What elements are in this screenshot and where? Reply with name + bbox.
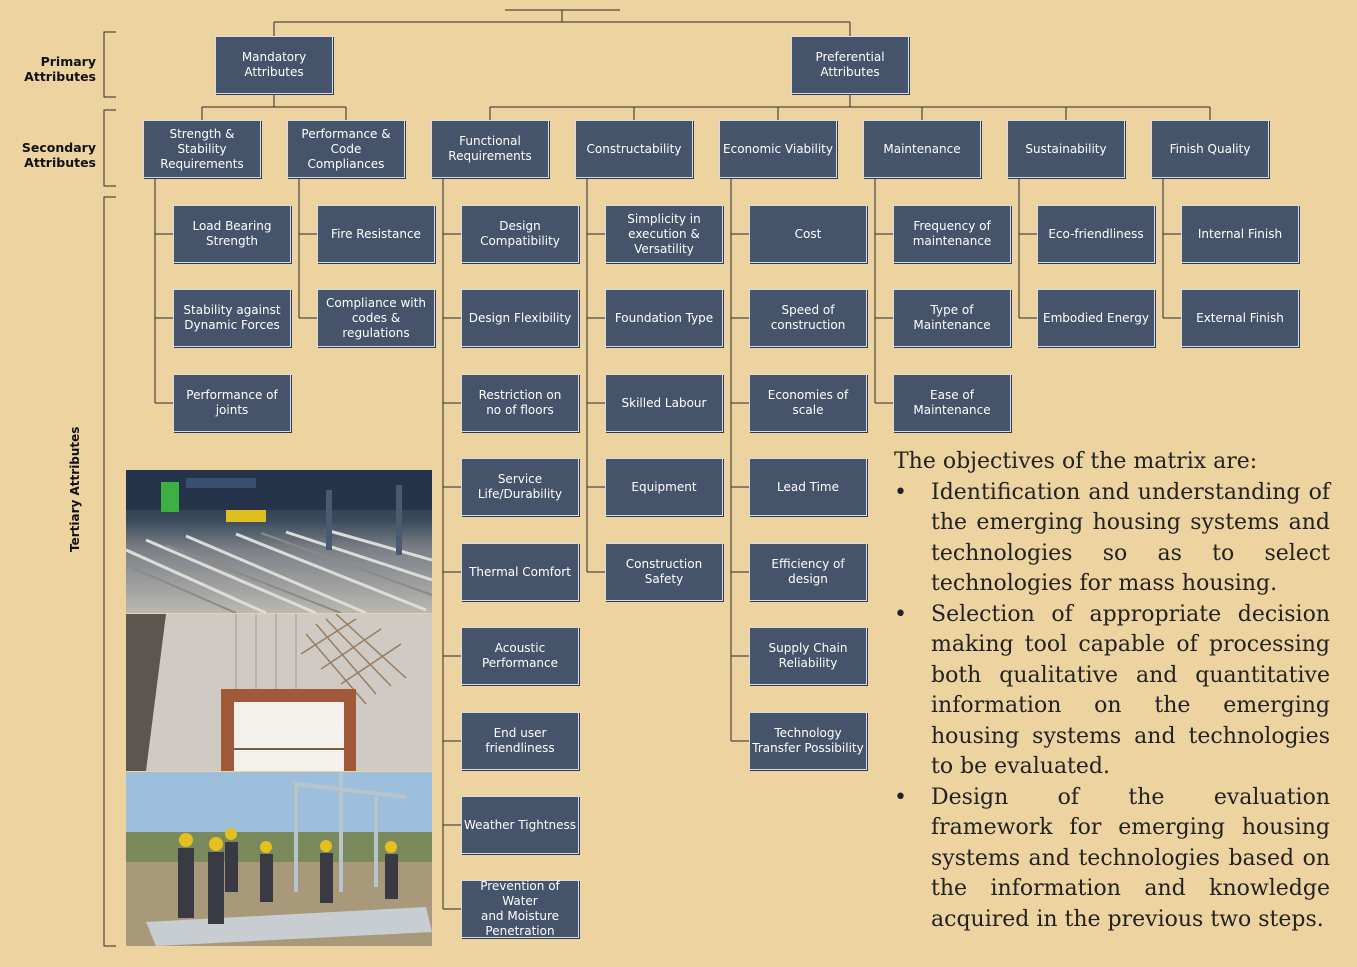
tertiary-node: Skilled Labour <box>605 374 723 432</box>
tertiary-node: Embodied Energy <box>1037 289 1155 347</box>
tertiary-node: Performance of joints <box>173 374 291 432</box>
objectives-list: • Identification and understanding of the… <box>894 478 1330 936</box>
bullet-icon: • <box>894 784 907 810</box>
tertiary-node: Compliance with codes & regulations <box>317 289 435 347</box>
tertiary-node: End user friendliness <box>461 712 579 770</box>
objectives-text: The objectives of the matrix are: • Ident… <box>894 447 1330 935</box>
objective-item: • Design of the evaluation framework for … <box>894 783 1330 936</box>
tertiary-node: Cost <box>749 205 867 263</box>
preferential-attributes-node: Preferential Attributes <box>791 36 909 94</box>
objectives-heading: The objectives of the matrix are: <box>894 449 1258 474</box>
constructability-node: Constructability <box>575 120 693 178</box>
tertiary-node: Frequency of maintenance <box>893 205 1011 263</box>
tertiary-node: Design Compatibility <box>461 205 579 263</box>
objective-text: Identification and understanding of the … <box>931 479 1330 597</box>
mandatory-attributes-node: Mandatory Attributes <box>215 36 333 94</box>
tertiary-attributes-label: Tertiary Attributes <box>68 426 82 552</box>
tertiary-node: Thermal Comfort <box>461 543 579 601</box>
tertiary-node: Foundation Type <box>605 289 723 347</box>
tertiary-node: Internal Finish <box>1181 205 1299 263</box>
objective-text: Selection of appropriate decision making… <box>931 601 1330 780</box>
tertiary-node: Type of Maintenance <box>893 289 1011 347</box>
secondary-attributes-label: Secondary Attributes <box>21 140 96 170</box>
tertiary-node: Efficiency of design <box>749 543 867 601</box>
objective-text: Design of the evaluation framework for e… <box>931 784 1330 932</box>
tertiary-node: Supply Chain Reliability <box>749 627 867 685</box>
tertiary-node: Speed of construction <box>749 289 867 347</box>
tertiary-node: Service Life/Durability <box>461 458 579 516</box>
tertiary-node: Economies of scale <box>749 374 867 432</box>
bullet-icon: • <box>894 479 907 505</box>
tertiary-node: Equipment <box>605 458 723 516</box>
tertiary-node: Design Flexibility <box>461 289 579 347</box>
functional-requirements-node: Functional Requirements <box>431 120 549 178</box>
objective-item: • Identification and understanding of the… <box>894 478 1330 600</box>
tertiary-node: Technology Transfer Possibility <box>749 712 867 770</box>
performance-code-node: Performance & Code Compliances <box>287 120 405 178</box>
strength-stability-node: Strength & Stability Requirements <box>143 120 261 178</box>
tertiary-node: Weather Tightness <box>461 796 579 854</box>
finish-quality-node: Finish Quality <box>1151 120 1269 178</box>
economic-viability-node: Economic Viability <box>719 120 837 178</box>
tertiary-node: Restriction on no of floors <box>461 374 579 432</box>
maintenance-node: Maintenance <box>863 120 981 178</box>
objective-item: • Selection of appropriate decision makin… <box>894 600 1330 783</box>
precast-factory-photo <box>126 470 432 613</box>
tertiary-node: Prevention of Water and Moisture Penetra… <box>461 879 579 938</box>
tertiary-node: Fire Resistance <box>317 205 435 263</box>
bullet-icon: • <box>894 601 907 627</box>
tertiary-node: Ease of Maintenance <box>893 374 1011 432</box>
site-workers-photo <box>126 772 432 946</box>
mesh-panel-photo <box>126 614 432 771</box>
tertiary-node: Eco-friendliness <box>1037 205 1155 263</box>
tertiary-node: Simplicity in execution & Versatility <box>605 205 723 263</box>
tertiary-node: Load Bearing Strength <box>173 205 291 263</box>
sustainability-node: Sustainability <box>1007 120 1125 178</box>
tertiary-node: Stability against Dynamic Forces <box>173 289 291 347</box>
tertiary-node: Construction Safety <box>605 543 723 601</box>
tertiary-node: External Finish <box>1181 289 1299 347</box>
primary-attributes-label: Primary Attributes <box>24 54 96 84</box>
tertiary-node: Acoustic Performance <box>461 627 579 685</box>
tertiary-node: Lead Time <box>749 458 867 516</box>
